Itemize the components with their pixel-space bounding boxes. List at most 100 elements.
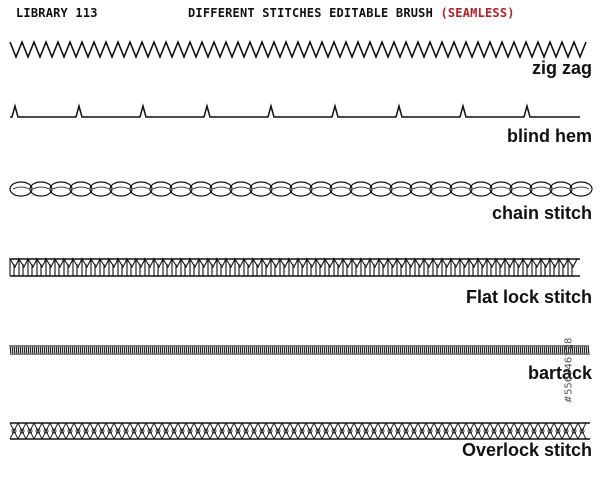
flat-lock-loop [54, 257, 65, 276]
overlock-cross [265, 422, 275, 440]
flat-lock-loop [234, 257, 245, 276]
overlock-cross [313, 422, 323, 440]
overlock-cross [489, 422, 499, 440]
flat-lock-loop [306, 257, 317, 276]
flat-lock-loop [198, 257, 209, 276]
overlock-stitch-label: Overlock stitch [461, 440, 592, 460]
chain-link [549, 181, 573, 197]
bartack-label: bartack [527, 363, 592, 383]
chain-link [129, 181, 153, 197]
overlock-cross [201, 422, 211, 440]
flat-lock-loop [459, 257, 470, 276]
overlock-cross [321, 422, 331, 440]
chain-link [109, 181, 133, 197]
overlock-cross [289, 422, 299, 440]
overlock-cross [441, 422, 451, 440]
overlock-cross [353, 422, 363, 440]
chain-link [169, 181, 193, 197]
overlock-cross [273, 422, 283, 440]
flat-lock-loop [180, 257, 191, 276]
flat-lock-loop [540, 257, 551, 276]
chain-link [9, 181, 33, 197]
overlock-cross [553, 422, 563, 440]
chain-link [49, 181, 73, 197]
flat-lock-loop [405, 257, 416, 276]
overlock-cross [337, 422, 347, 440]
flat-lock-loop [270, 257, 281, 276]
overlock-cross [249, 422, 259, 440]
flat-lock-loop [9, 257, 20, 276]
chain-link [569, 181, 593, 197]
flat-lock-loop [360, 257, 371, 276]
overlock-cross [577, 422, 587, 440]
flat-lock-loop [27, 257, 38, 276]
overlock-cross [401, 422, 411, 440]
zig-zag-label: zig zag [531, 58, 592, 78]
overlock-cross [305, 422, 315, 440]
title-main: DIFFERENT STITCHES EDITABLE BRUSH [188, 6, 434, 20]
chain-link [389, 181, 413, 197]
chain-link [69, 181, 93, 197]
flat-lock-loop [45, 257, 56, 276]
chain-link [269, 181, 293, 197]
flat-lock-loop [558, 257, 569, 276]
chain-stitch-label: chain stitch [491, 203, 592, 223]
flat-lock-loop [252, 257, 263, 276]
side-id-text: #556746128 [563, 337, 575, 404]
flat-lock-loop [153, 257, 164, 276]
overlock-cross [81, 422, 91, 440]
title-accent: (SEAMLESS) [440, 6, 515, 20]
overlock-cross [377, 422, 387, 440]
flat-lock-loop [144, 257, 155, 276]
overlock-cross [529, 422, 539, 440]
flat-lock-loop [342, 257, 353, 276]
chain-link [349, 181, 373, 197]
flat-lock-loop [162, 257, 173, 276]
flat-lock-loop [333, 257, 344, 276]
flat-lock-loop [279, 257, 290, 276]
overlock-cross [561, 422, 571, 440]
overlock-cross [137, 422, 147, 440]
overlock-cross [521, 422, 531, 440]
overlock-cross [569, 422, 579, 440]
overlock-cross [497, 422, 507, 440]
flat-lock-loop [18, 257, 29, 276]
overlock-cross [161, 422, 171, 440]
flat-lock-loop [414, 257, 425, 276]
overlock-cross [129, 422, 139, 440]
flat-lock-loop [567, 257, 578, 276]
overlock-cross [233, 422, 243, 440]
flat-lock-loop [495, 257, 506, 276]
flat-lock-loop [486, 257, 497, 276]
overlock-cross [393, 422, 403, 440]
flat-lock-loop [432, 257, 443, 276]
overlock-cross [73, 422, 83, 440]
overlock-cross [385, 422, 395, 440]
overlock-cross [537, 422, 547, 440]
overlock-cross [209, 422, 219, 440]
overlock-cross [297, 422, 307, 440]
bartack-swatch [9, 344, 590, 356]
overlock-cross [545, 422, 555, 440]
overlock-cross [505, 422, 515, 440]
chain-link [449, 181, 473, 197]
flat-lock-loop [288, 257, 299, 276]
flat-lock-loop [243, 257, 254, 276]
overlock-cross [449, 422, 459, 440]
overlock-cross [25, 422, 35, 440]
flat-lock-loop [216, 257, 227, 276]
flat-lock-loop [504, 257, 515, 276]
flat-lock-loop [378, 257, 389, 276]
chain-link [369, 181, 393, 197]
flat-lock-loop [126, 257, 137, 276]
blind-hem-line [10, 103, 580, 118]
overlock-cross [473, 422, 483, 440]
overlock-cross [465, 422, 475, 440]
zig-zag-swatch [9, 39, 587, 60]
flat-lock-loop [351, 257, 362, 276]
flat-lock-loop [171, 257, 182, 276]
overlock-cross [409, 422, 419, 440]
flat-lock-loop [549, 257, 560, 276]
chain-link [229, 181, 253, 197]
